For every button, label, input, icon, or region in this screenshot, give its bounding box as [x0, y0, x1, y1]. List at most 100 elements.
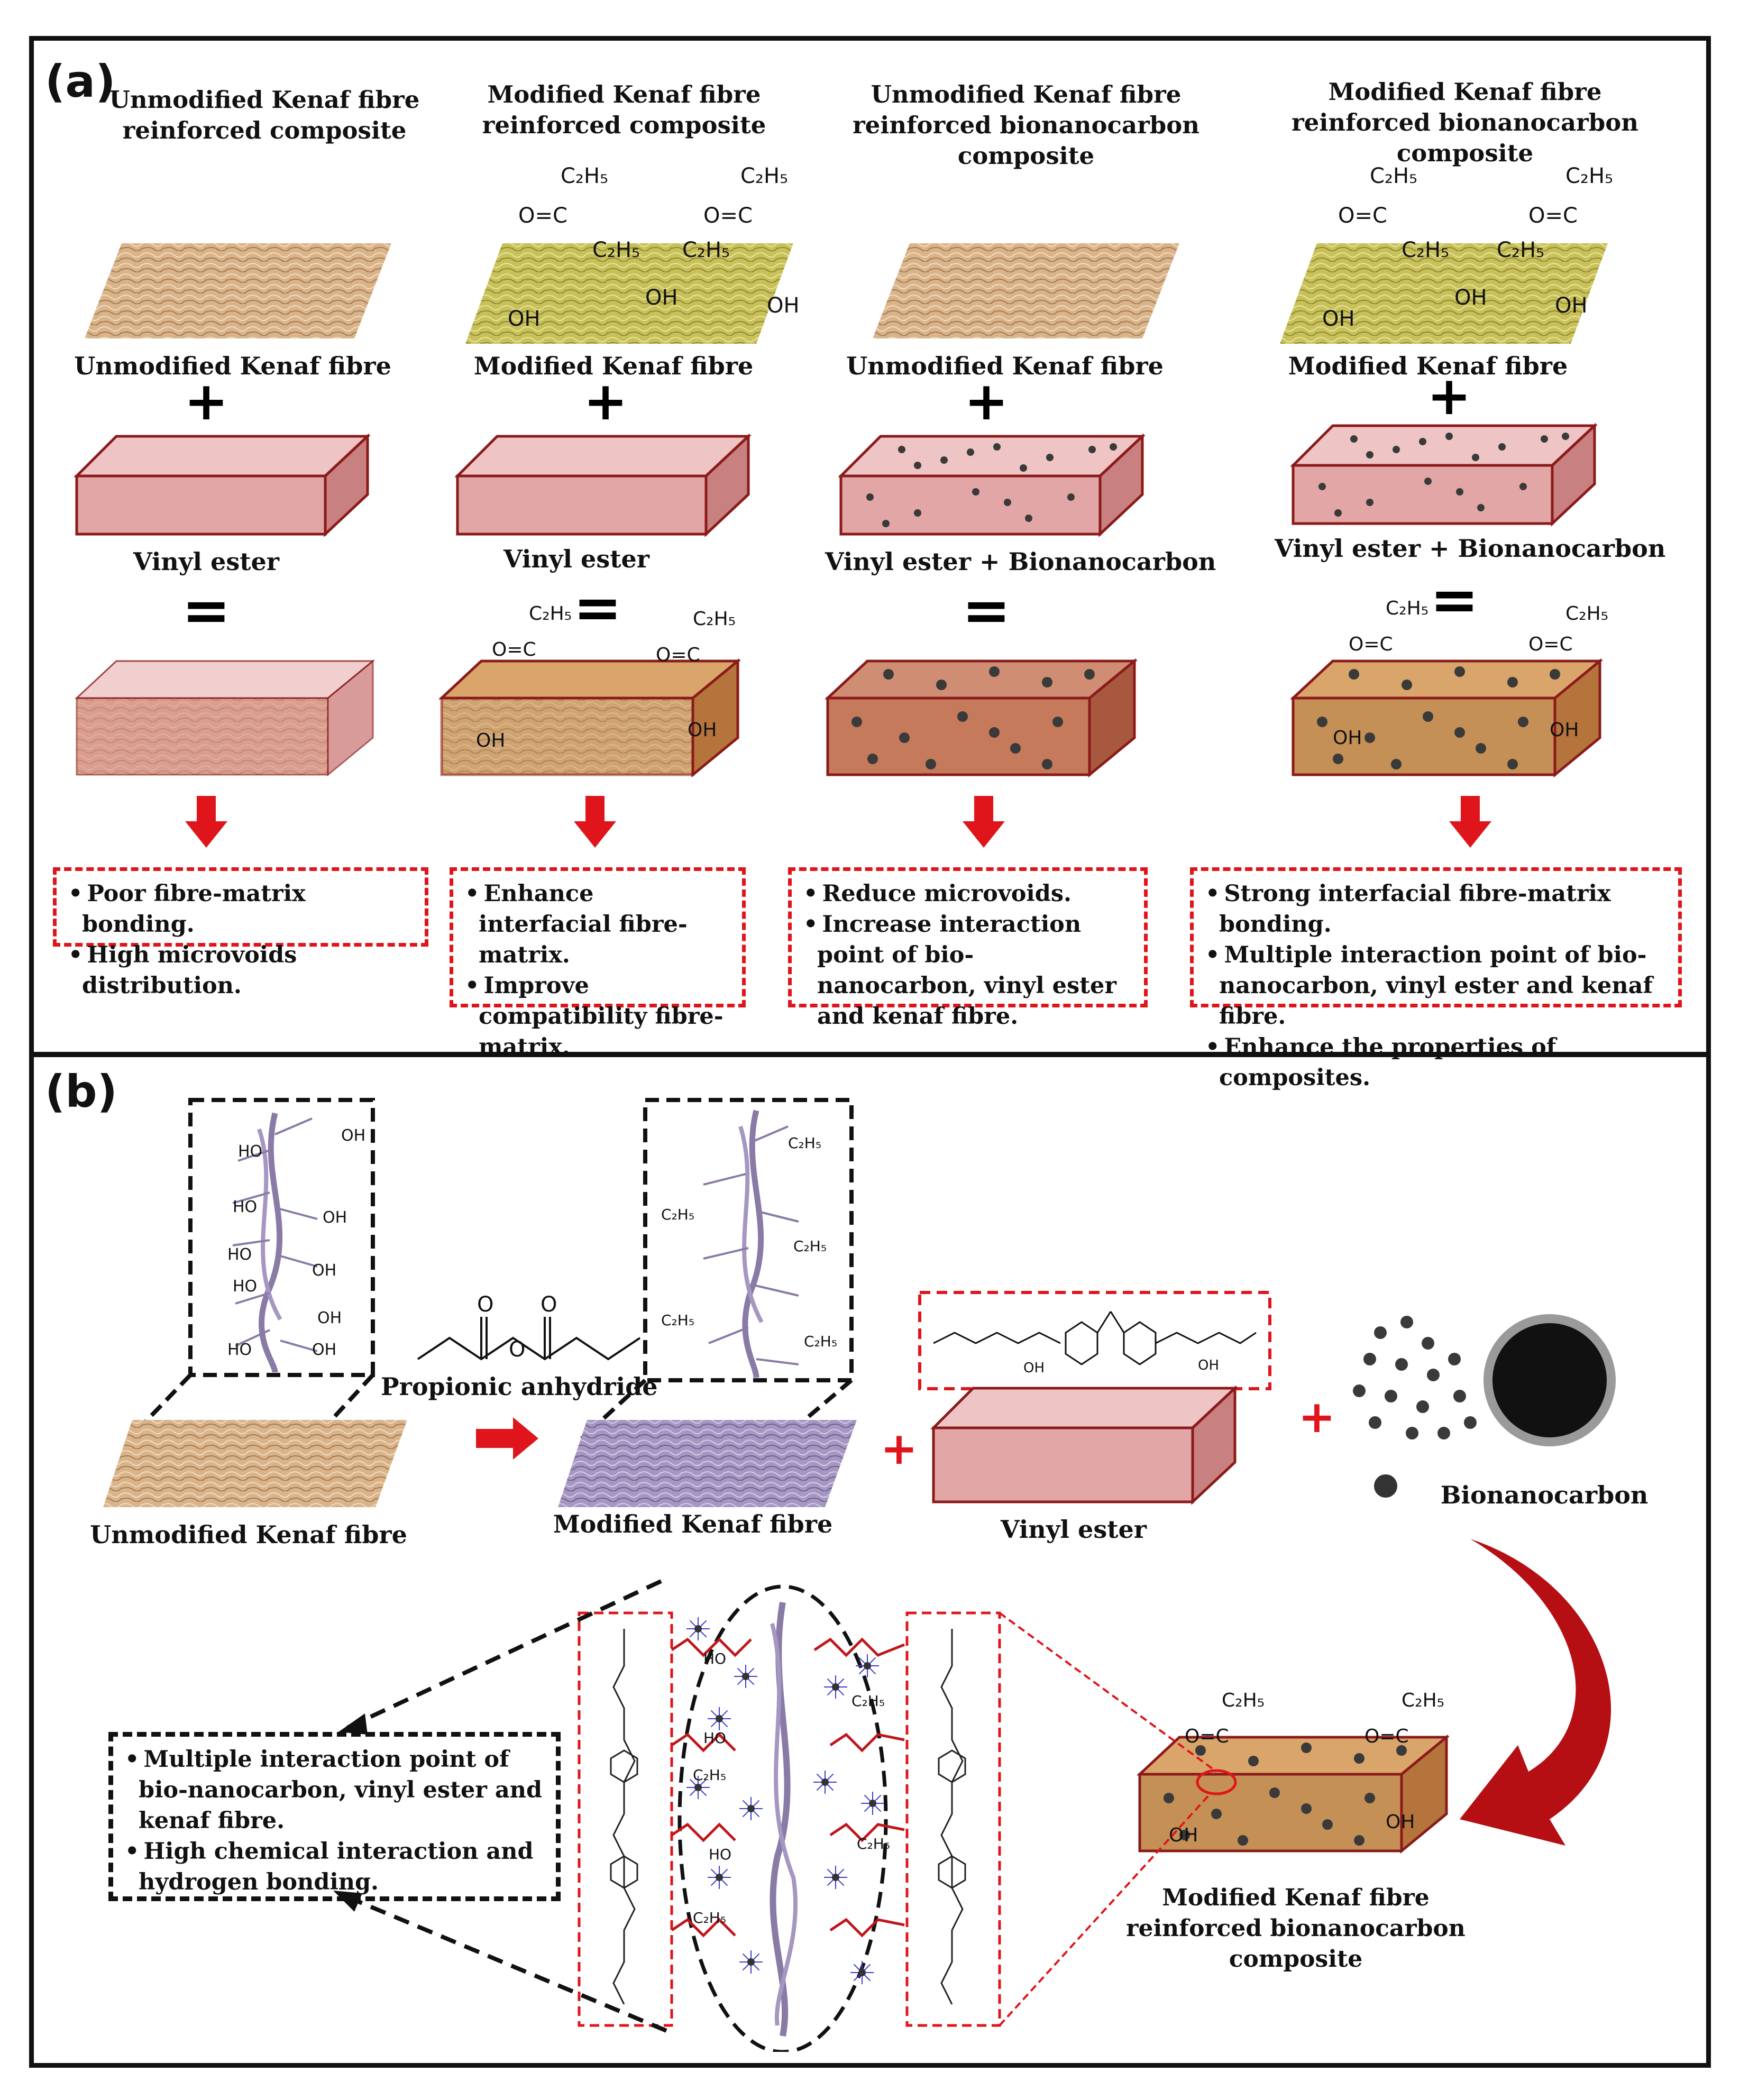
bullet-item: Reduce microvoids.: [803, 878, 1132, 909]
column-2-matrix-label: Vinyl ester: [503, 545, 649, 573]
down-arrow-icon-2: [574, 796, 616, 848]
column-4-title: Modified Kenaf fibre reinforced bionanoc…: [1291, 78, 1639, 167]
vinyl-ester-bionano-block-3: [838, 434, 1145, 537]
nanoparticle-dot: [1385, 1390, 1397, 1402]
vinyl-ester-bionano-block-4: [1290, 423, 1597, 527]
nanoparticle-dot: [1518, 717, 1528, 727]
nanoparticle-dot: [1448, 1353, 1461, 1365]
bionanocarbon-particles: [1353, 1314, 1616, 1498]
vinyl-ester-label-b: Vinyl ester: [1001, 1515, 1147, 1544]
nanoparticle-dot: [1354, 1753, 1364, 1764]
vinyl-ester-block-1: [74, 434, 370, 537]
nanoparticle-dot: [1477, 504, 1485, 511]
bionanocarbon-star: [708, 1707, 731, 1730]
bullet-item: Multiple interaction point of bio-nanoca…: [125, 1744, 544, 1836]
bullet-item: High microvoids distribution.: [68, 940, 413, 1001]
nanoparticle-dot: [936, 680, 947, 690]
nanoparticle-dot: [1396, 1745, 1407, 1756]
bionanocarbon-label: Bionanocarbon: [1440, 1481, 1649, 1509]
nanoparticle-dot: [1562, 433, 1569, 440]
column-3-fibre-label: Unmodified Kenaf fibre: [846, 352, 1164, 380]
nanoparticle-dot: [1025, 515, 1032, 522]
nanoparticle-dot: [898, 446, 905, 453]
plus-symbol-b1: +: [880, 1423, 918, 1474]
plus-symbol-2: +: [583, 370, 628, 432]
nanoparticle-dot: [1084, 669, 1095, 680]
column-1-title: Unmodified Kenaf fibre reinforced compos…: [109, 86, 420, 144]
down-arrow-icon-4: [1449, 796, 1491, 848]
nanoparticle-dot: [1366, 499, 1373, 506]
nanoparticle-dot: [1318, 483, 1326, 490]
equals-symbol-4: =: [1430, 566, 1479, 634]
bullet-item: Strong interfacial fibre-matrix bonding.: [1205, 878, 1666, 940]
bionanocarbon-star: [686, 1617, 710, 1640]
nanoparticle-dot: [1541, 435, 1548, 443]
acyl-overlay-composite-2: C₂H₅ C₂H₅ O=C O=C OH OH: [476, 603, 736, 751]
modified-fibre-mat: [558, 1420, 857, 1507]
nanoparticle-dot: [1333, 754, 1343, 764]
propionic-anhydride-structure: O O O: [417, 1292, 641, 1362]
nanoparticle-dot: [1519, 483, 1527, 490]
outcome-box-4: Strong interfacial fibre-matrix bonding.…: [1190, 867, 1682, 1091]
nanoparticle-dot: [1010, 743, 1021, 754]
column-1-fibre-label: Unmodified Kenaf fibre: [74, 352, 391, 380]
nanoparticle-dot: [1317, 717, 1327, 727]
nanoparticle-dot: [1423, 711, 1433, 722]
nanoparticle-dot: [1046, 454, 1054, 461]
nanoparticle-dot: [926, 759, 936, 769]
final-composite-label: Modified Kenaf fibre reinforced bionanoc…: [1126, 1884, 1466, 1973]
nanoparticle-dot: [993, 443, 1001, 451]
curved-arrow-icon: [1460, 1539, 1611, 1846]
nanoparticle-dot: [1427, 1369, 1440, 1381]
column-4-fibre-label: Modified Kenaf fibre: [1288, 352, 1568, 380]
interaction-zoom: [333, 1579, 1237, 2052]
nanoparticle-dot: [1453, 1390, 1466, 1402]
nanoparticle-dot: [1322, 1819, 1333, 1830]
nanoparticle-dot: [914, 509, 921, 517]
nanoparticle-dot: [882, 520, 890, 527]
fibre-mat-modified-2: [465, 243, 793, 344]
nanoparticle-dot: [1366, 451, 1373, 458]
nanoparticle-dot: [1374, 1326, 1387, 1339]
nanoparticle-dot: [1364, 1793, 1375, 1803]
equals-symbol-2: =: [573, 574, 622, 641]
modified-fibre-label: Modified Kenaf fibre: [553, 1510, 833, 1538]
vinyl-ester-block-2: [455, 434, 751, 537]
nanoparticle-dot: [1067, 493, 1075, 501]
composite-block-1: [75, 659, 376, 777]
nanoparticle-dot: [1110, 443, 1117, 451]
column-2-fibre-label: Modified Kenaf fibre: [473, 352, 754, 380]
nanoparticle-dot: [1211, 1809, 1222, 1819]
nanoparticle-dot: [1402, 680, 1412, 690]
bionanocarbon-star: [850, 1961, 874, 1984]
bionanocarbon-star: [813, 1771, 837, 1794]
unmodified-hydroxyl-labels: HO OH HO OH HO HO OH OH HO OH: [227, 1126, 366, 1359]
svg-text:OH: OH: [1023, 1360, 1045, 1376]
nanoparticle-dot: [1391, 759, 1402, 769]
reaction-arrow-icon: [476, 1417, 538, 1460]
outcome-list-1: Poor fibre-matrix bonding.High microvoid…: [68, 878, 413, 1001]
nanoparticle-dot: [1472, 454, 1479, 461]
bionanocarbon-star: [856, 1654, 879, 1677]
bullet-item: Improve compatibility fibre-matrix.: [465, 970, 730, 1062]
nanoparticle-dot: [1369, 1416, 1381, 1429]
nanoparticle-dot: [866, 493, 874, 501]
nanoparticle-dot: [1454, 727, 1465, 738]
vinyl-ester-structure: OH OH: [918, 1291, 1271, 1390]
nanoparticle-dot: [1416, 1400, 1429, 1413]
acyl-overlay-col4: C₂H₅ C₂H₅ O=C O=C C₂H₅ C₂H₅ OH OH OH: [1322, 164, 1614, 331]
acyl-overlay-composite-4: C₂H₅ C₂H₅ O=C O=C OH OH: [1333, 598, 1609, 749]
nanoparticle-dot: [1424, 478, 1432, 485]
bionanocarbon-star: [686, 1776, 710, 1799]
plus-symbol-b2: +: [1298, 1391, 1336, 1443]
bullet-item: High chemical interaction and hydrogen b…: [125, 1836, 544, 1897]
nanoparticle-dot: [1400, 1316, 1413, 1328]
bullet-item: Poor fibre-matrix bonding.: [68, 878, 413, 940]
nanoparticle-dot: [1088, 446, 1096, 453]
nanoparticle-dot: [1334, 509, 1342, 517]
nanoparticle-dot: [1498, 443, 1506, 451]
column-4-matrix-label: Vinyl ester + Bionanocarbon: [1275, 534, 1666, 563]
panel-b: [29, 1052, 1711, 2068]
composite-block-3: [825, 658, 1137, 778]
outcome-list-3: Reduce microvoids.Increase interaction p…: [803, 878, 1132, 1032]
